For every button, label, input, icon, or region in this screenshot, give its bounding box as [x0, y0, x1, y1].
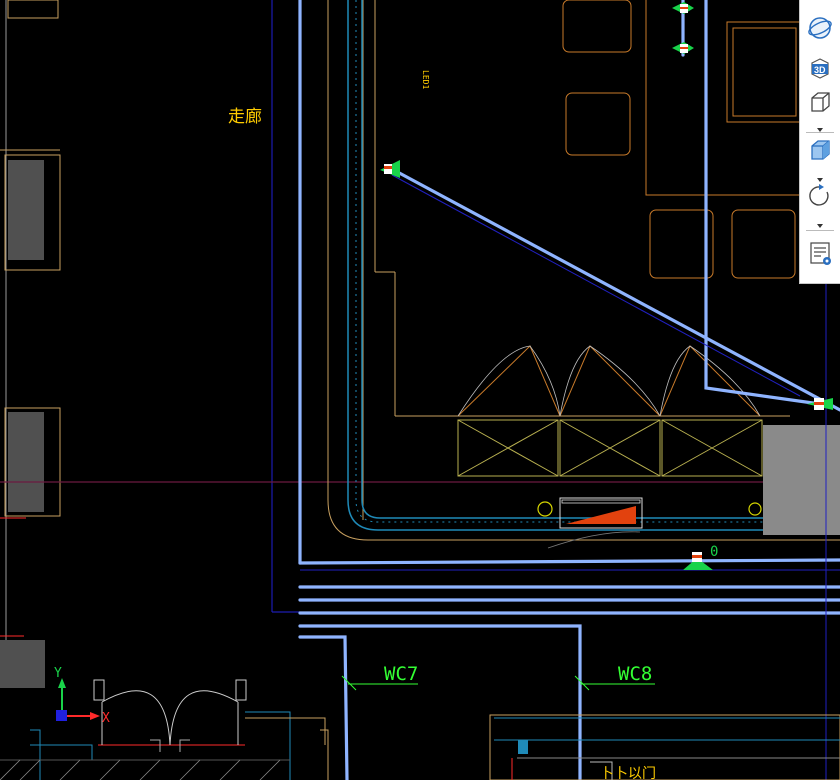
double-door — [93, 679, 247, 752]
bottom-note-label: 卜卜以门 — [600, 766, 656, 780]
ucs-axis-icon: Y X — [54, 666, 110, 726]
orbit-icon — [808, 17, 832, 39]
room-walls — [327, 0, 840, 541]
wireframe-cube-button[interactable] — [804, 86, 836, 118]
shaded-cube-button[interactable] — [804, 134, 836, 166]
lamp-5 — [672, 2, 694, 14]
storage-cabinets — [457, 419, 763, 477]
rotate-dropdown[interactable] — [814, 216, 826, 228]
conduit-lines — [298, 0, 840, 780]
toolbar-separator — [806, 132, 834, 133]
lamp-3: 0 — [683, 544, 718, 570]
lamp-4 — [672, 42, 694, 54]
cube-shaded-icon — [811, 140, 830, 160]
cube-wireframe-icon — [811, 92, 830, 112]
column-block — [763, 425, 840, 535]
corridor-label: 走廊 — [228, 107, 262, 127]
lamp-2 — [807, 398, 833, 410]
pipe-run — [347, 0, 840, 531]
rotate-icon — [809, 184, 829, 206]
heater-unit — [537, 497, 762, 529]
view-toolbar: 3D — [799, 0, 840, 284]
led-tag-label: LED1 — [421, 70, 430, 89]
chevron-down-icon — [817, 178, 823, 182]
wc8-label: WC8 — [618, 663, 652, 685]
chevron-down-icon — [817, 128, 823, 132]
wall-hatching — [0, 759, 281, 780]
svg-text:3D: 3D — [814, 65, 826, 75]
ceiling-lamps: 0 — [380, 2, 833, 570]
svg-text:0: 0 — [710, 544, 718, 560]
lamp-1 — [380, 160, 400, 178]
axis-x-label: X — [102, 711, 110, 726]
orbit-button[interactable] — [804, 12, 836, 44]
door-swing-arc — [547, 531, 641, 549]
wireframe-cube-dropdown[interactable] — [814, 120, 826, 132]
left-wall-column — [0, 0, 61, 688]
toolbar-separator — [806, 230, 834, 231]
3d-view-button[interactable]: 3D — [804, 52, 836, 84]
wc-labels — [341, 675, 655, 691]
lower-bathroom-area: 卜卜以门 — [0, 711, 840, 780]
wc7-label: WC7 — [384, 663, 418, 685]
3d-view-icon: 3D — [811, 58, 829, 79]
properties-button[interactable] — [804, 237, 836, 269]
shaded-cube-dropdown[interactable] — [814, 170, 826, 182]
rotate-button[interactable] — [804, 180, 836, 212]
grid-lines — [0, 0, 840, 613]
chevron-down-icon — [817, 224, 823, 228]
left-red-marks — [0, 517, 26, 637]
axis-y-label: Y — [54, 666, 62, 681]
properties-icon — [810, 242, 831, 265]
